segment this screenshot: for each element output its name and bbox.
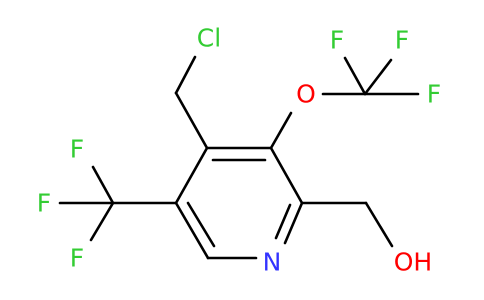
bond-c4-c2 [269, 146, 304, 205]
bond-c6-c5-inner [186, 201, 216, 248]
bond-c6-c5 [174, 201, 210, 260]
bond-c4-o [269, 111, 293, 150]
ring-nitrogen-label: N [263, 248, 282, 277]
bond-c2-n-inner [274, 203, 292, 240]
bond-c2-n [283, 201, 304, 245]
bond-cf3-f-bottom [89, 201, 115, 242]
atom-labels: Cl O F F F F F F N OH [37, 24, 441, 277]
bond-ch2-oh [364, 201, 394, 248]
chlorine-label: Cl [197, 24, 221, 53]
fluorine-label-ocf3-2: F [395, 26, 409, 55]
fluorine-label-cf3-3: F [70, 244, 84, 273]
ether-oxygen-label: O [296, 80, 316, 109]
bond-c-f1 [343, 56, 367, 96]
hydroxyl-label: OH [394, 248, 432, 277]
bond-c-f2 [363, 58, 393, 96]
bond-ch2-cl [174, 55, 197, 95]
bond-c3-ch2 [174, 91, 209, 150]
bond-cf3-f-top [91, 165, 115, 205]
fluorine-label-cf3-2: F [37, 189, 51, 218]
substituent-bonds [58, 55, 420, 248]
pyridine-ring [174, 146, 304, 260]
fluorine-label-ocf3-1: F [330, 26, 344, 55]
bond-c5-c3 [174, 146, 209, 205]
fluorine-label-ocf3-3: F [427, 80, 441, 109]
fluorine-label-cf3-1: F [70, 135, 84, 164]
